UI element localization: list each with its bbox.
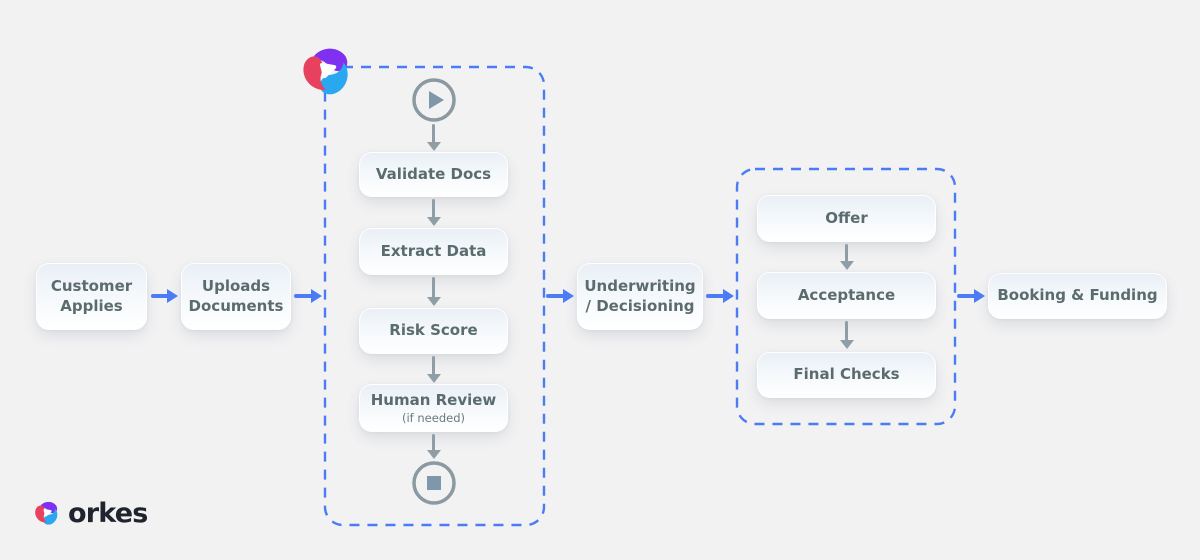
arrow-underwriting-to-decision xyxy=(706,288,734,304)
arrow-shaft xyxy=(151,294,171,298)
node-validate-docs: Validate Docs xyxy=(359,152,508,197)
arrow-decision-to-booking xyxy=(957,288,985,304)
arrow-head xyxy=(839,340,854,349)
arrow-workflow-to-underwriting xyxy=(546,288,574,304)
arrow-head xyxy=(426,297,441,306)
arrow-shaft xyxy=(432,199,435,219)
node-risk-score: Risk Score xyxy=(359,308,508,354)
node-underwriting-decisioning: Underwriting / Decisioning xyxy=(577,263,703,330)
arrow-head xyxy=(563,289,574,303)
arrow-extract-to-risk xyxy=(426,277,442,306)
node-booking-funding: Booking & Funding xyxy=(988,273,1167,319)
node-label: Risk Score xyxy=(389,321,478,340)
arrow-acceptance-to-final-checks xyxy=(839,321,855,349)
node-label: Validate Docs xyxy=(375,164,492,183)
node-sublabel: (if needed) xyxy=(402,410,465,425)
arrow-head xyxy=(426,217,441,226)
orkes-brand: orkes xyxy=(33,497,148,529)
node-label: Offer xyxy=(825,208,868,227)
arrow-shaft xyxy=(706,294,727,298)
node-human-review: Human Review (if needed) xyxy=(359,384,508,432)
node-label: Extract Data xyxy=(380,241,487,260)
arrow-shaft xyxy=(432,356,435,376)
arrow-risk-to-human-review xyxy=(426,356,442,383)
node-offer: Offer xyxy=(757,195,936,242)
arrow-shaft xyxy=(546,294,567,298)
arrow-head xyxy=(311,289,322,303)
arrow-start-to-validate xyxy=(426,124,442,151)
arrow-head xyxy=(974,289,985,303)
node-extract-data: Extract Data xyxy=(359,228,508,275)
node-final-checks: Final Checks xyxy=(757,352,936,398)
arrow-head xyxy=(167,289,178,303)
node-label: Uploads Documents xyxy=(188,277,284,315)
node-uploads-documents: Uploads Documents xyxy=(181,263,291,330)
orkes-logo-icon xyxy=(35,501,58,525)
node-label: Final Checks xyxy=(793,365,900,384)
node-label: Customer Applies xyxy=(50,277,133,315)
node-label: Acceptance xyxy=(797,285,896,304)
arrow-shaft xyxy=(294,294,315,298)
orkes-logo-icon xyxy=(303,48,348,95)
arrow-head xyxy=(426,374,441,383)
orkes-wordmark: orkes xyxy=(68,497,148,529)
node-acceptance: Acceptance xyxy=(757,272,936,319)
arrow-head xyxy=(723,289,734,303)
node-customer-applies: Customer Applies xyxy=(36,263,147,330)
arrow-shaft xyxy=(845,321,848,342)
arrow-head xyxy=(426,450,441,459)
arrow-head xyxy=(426,142,441,151)
arrow-shaft xyxy=(845,244,848,263)
arrow-uploads-to-workflow xyxy=(294,288,322,304)
node-label: Human Review xyxy=(370,390,497,409)
arrow-offer-to-acceptance xyxy=(839,244,855,270)
arrow-head xyxy=(839,261,854,270)
play-icon xyxy=(412,78,456,122)
arrow-validate-to-extract xyxy=(426,199,442,226)
arrow-human-review-to-end xyxy=(426,434,442,459)
arrow-shaft xyxy=(432,277,435,299)
node-label: Booking & Funding xyxy=(997,286,1158,305)
arrow-shaft xyxy=(957,294,978,298)
arrow-shaft xyxy=(432,124,435,144)
arrow-shaft xyxy=(432,434,435,452)
node-label: Underwriting / Decisioning xyxy=(584,277,696,315)
stop-icon xyxy=(412,461,456,505)
arrow-customer-to-uploads xyxy=(151,288,178,304)
